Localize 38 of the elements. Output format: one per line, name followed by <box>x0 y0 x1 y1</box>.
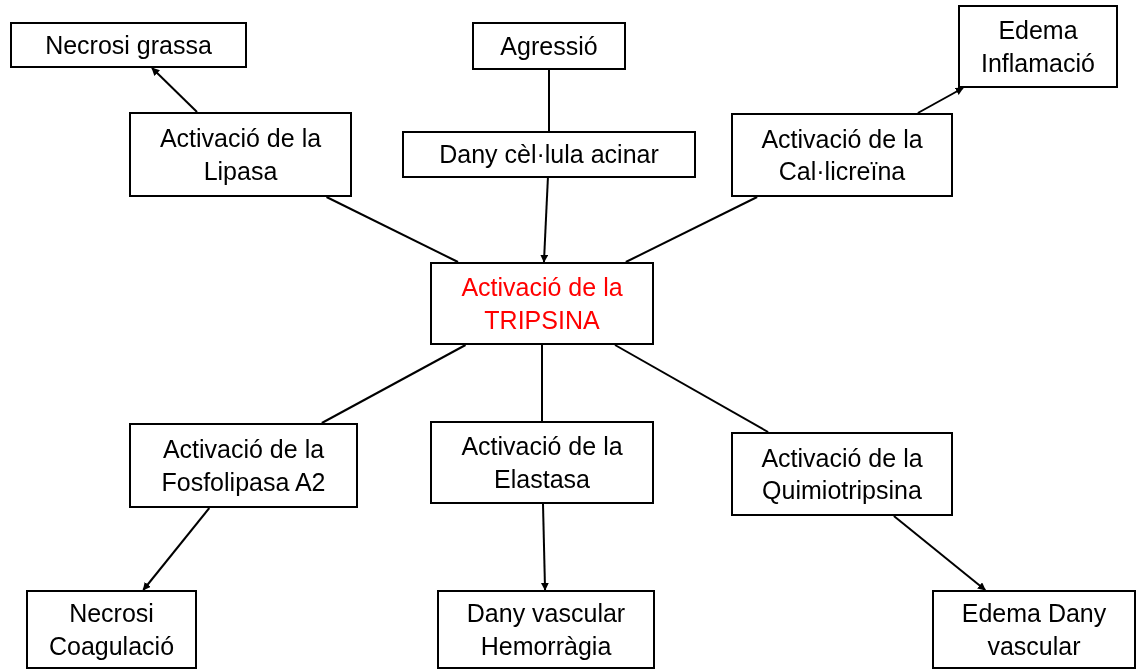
process-box <box>932 590 1136 669</box>
process-box <box>430 421 654 504</box>
process-box <box>437 590 655 669</box>
arrow <box>540 177 549 263</box>
box-label: Activació de la Cal·licreïna <box>760 123 924 187</box>
box-label: Edema Dany vascular <box>960 598 1108 662</box>
connector-line <box>325 196 460 263</box>
box-label: Necrosi Coagulació <box>47 598 176 662</box>
box-label: Agressió <box>500 30 598 62</box>
connector-line <box>614 344 770 433</box>
box-label: Activació de la Elastasa <box>460 431 624 495</box>
box-label: Activació de la TRIPSINA <box>460 272 624 336</box>
box-label: Activació de la Lipasa <box>158 123 323 187</box>
process-box <box>402 131 696 178</box>
box-label: Dany cèl·lula acinar <box>439 139 659 171</box>
process-box <box>472 22 626 70</box>
arrow <box>142 507 211 591</box>
box-label: Dany vascular Hemorràgia <box>465 598 627 662</box>
arrow <box>892 515 987 591</box>
box-label: Activació de la Fosfolipasa A2 <box>160 434 327 498</box>
box-label: Activació de la Quimiotripsina <box>760 442 924 506</box>
process-box <box>129 423 358 508</box>
arrow <box>540 503 549 591</box>
arrow <box>151 67 199 113</box>
process-box <box>958 5 1118 88</box>
process-box <box>26 590 197 669</box>
process-box <box>731 113 953 197</box>
box-label: Edema Inflamació <box>980 15 1096 79</box>
box-label: Necrosi grassa <box>45 29 212 61</box>
arrow <box>916 87 965 114</box>
connector-line <box>320 344 467 424</box>
process-box <box>731 432 953 516</box>
process-box <box>430 262 654 345</box>
connector-line <box>541 344 543 422</box>
connector-line <box>548 69 550 132</box>
process-box <box>10 22 247 68</box>
connector-line <box>624 196 759 263</box>
process-box <box>129 112 352 197</box>
